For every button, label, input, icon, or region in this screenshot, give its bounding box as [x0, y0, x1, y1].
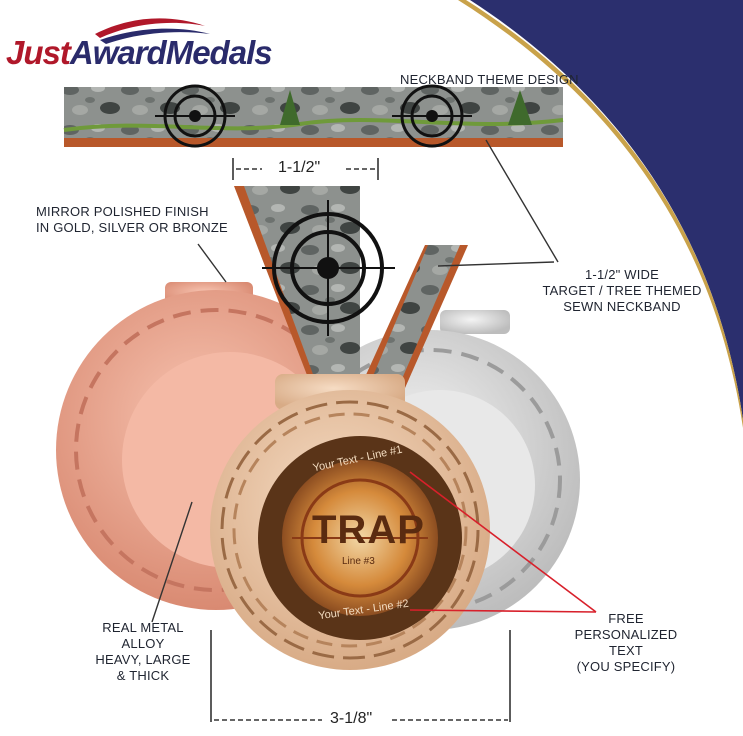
insert-text-line-3: Line #3: [342, 556, 375, 567]
tree-icon: [280, 90, 300, 125]
finish-line-2: IN GOLD, SILVER or BRONZE: [36, 220, 228, 235]
free-line-1: FREE: [608, 611, 644, 626]
neckband-label: 1-1/2" WIDE TARGET / TREE THEMED SEWN NE…: [512, 267, 732, 315]
brand-logo: JustAwardMedals: [6, 34, 273, 72]
logo-text-just: Just: [6, 34, 71, 71]
free-line-4: (YOU SPECIFY): [576, 659, 676, 674]
free-line-2: PERSONALIZED: [574, 627, 678, 642]
v-neckband: [234, 186, 468, 388]
logo-swoosh-navy: [100, 28, 210, 44]
neckband-line-2: TARGET / TREE THEMED: [542, 283, 702, 298]
finish-label: MIRROR POLISHED FINISH IN GOLD, SILVER o…: [36, 204, 228, 236]
medal-width-dimension: [210, 630, 511, 722]
neckband-line-1: 1-1/2" WIDE: [585, 267, 659, 282]
medal-width-label: 3-1/8": [330, 710, 373, 727]
metal-line-3: HEAVY, LARGE: [95, 652, 191, 667]
logo-text-medals: Medals: [165, 34, 273, 71]
metal-line-4: & THICK: [116, 668, 170, 683]
ribbon-width-dimension: [232, 158, 379, 180]
finish-line-1: MIRROR POLISHED FINISH: [36, 204, 209, 219]
insert-title: TRAP: [312, 508, 425, 552]
free-line-3: TEXT: [608, 643, 644, 658]
neckband-strip: [63, 84, 564, 148]
gold-medal: [210, 374, 490, 670]
logo-swoosh-red: [95, 18, 205, 38]
metal-line-1: REAL METAL: [102, 620, 184, 635]
target-icon: [392, 84, 472, 148]
corner-swoosh: [470, 0, 743, 420]
tree-icon: [508, 90, 532, 125]
leader-lines: [151, 139, 559, 623]
ribbon-width-label: 1-1/2": [278, 159, 321, 176]
target-icon: [155, 84, 235, 148]
neckband-theme-label: NECKBAND THEME DESIGN: [400, 72, 579, 87]
personalized-label: FREE PERSONALIZED TEXT (YOU SPECIFY): [552, 611, 700, 675]
metal-line-2: ALLOY: [121, 636, 165, 651]
metal-label: REAL METAL ALLOY HEAVY, LARGE & THICK: [80, 620, 206, 684]
logo-text-award: Award: [69, 34, 167, 71]
personalized-leader-lines: [409, 471, 597, 613]
neckband-line-3: SEWN NECKBAND: [563, 299, 681, 314]
